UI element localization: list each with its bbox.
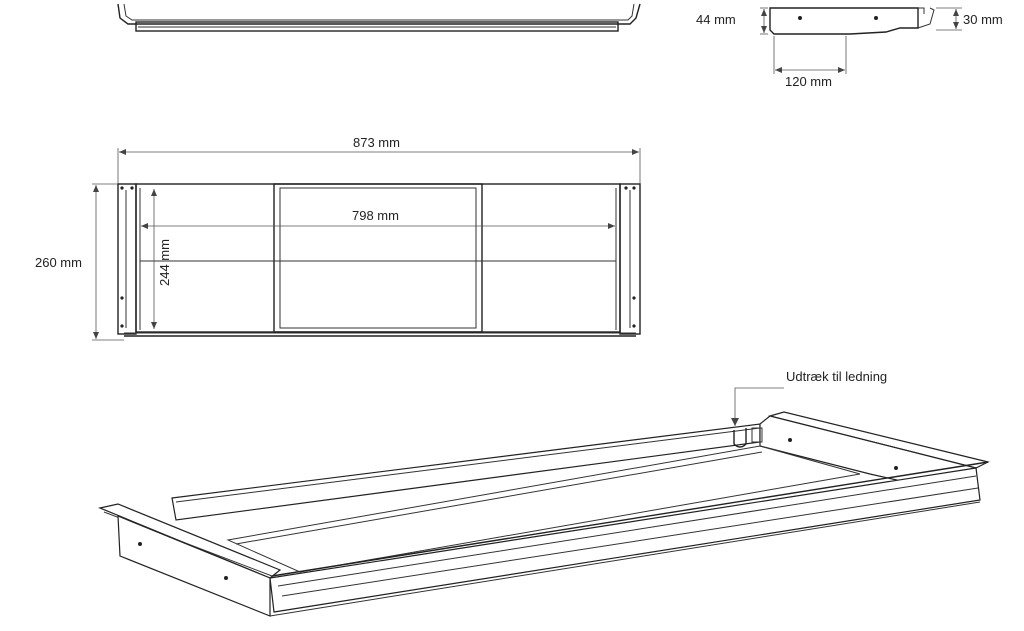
dim-side-height: 44 mm (696, 12, 736, 27)
dim-overall-length: 873 mm (353, 135, 400, 150)
mounting-hole (798, 16, 802, 20)
cable-outlet-callout: Udtræk til ledning (786, 369, 887, 384)
dim-side-lip: 30 mm (963, 12, 1003, 27)
dim-inner-width: 244 mm (157, 239, 172, 286)
dim-overall-width: 260 mm (35, 255, 82, 270)
mounting-hole (874, 16, 878, 20)
plan-view (92, 148, 641, 341)
dim-side-depth: 120 mm (785, 74, 832, 89)
dim-inner-length: 798 mm (352, 208, 399, 223)
isometric-view (98, 387, 990, 617)
front-elevation-view (117, 3, 641, 32)
side-profile-view (760, 7, 962, 74)
